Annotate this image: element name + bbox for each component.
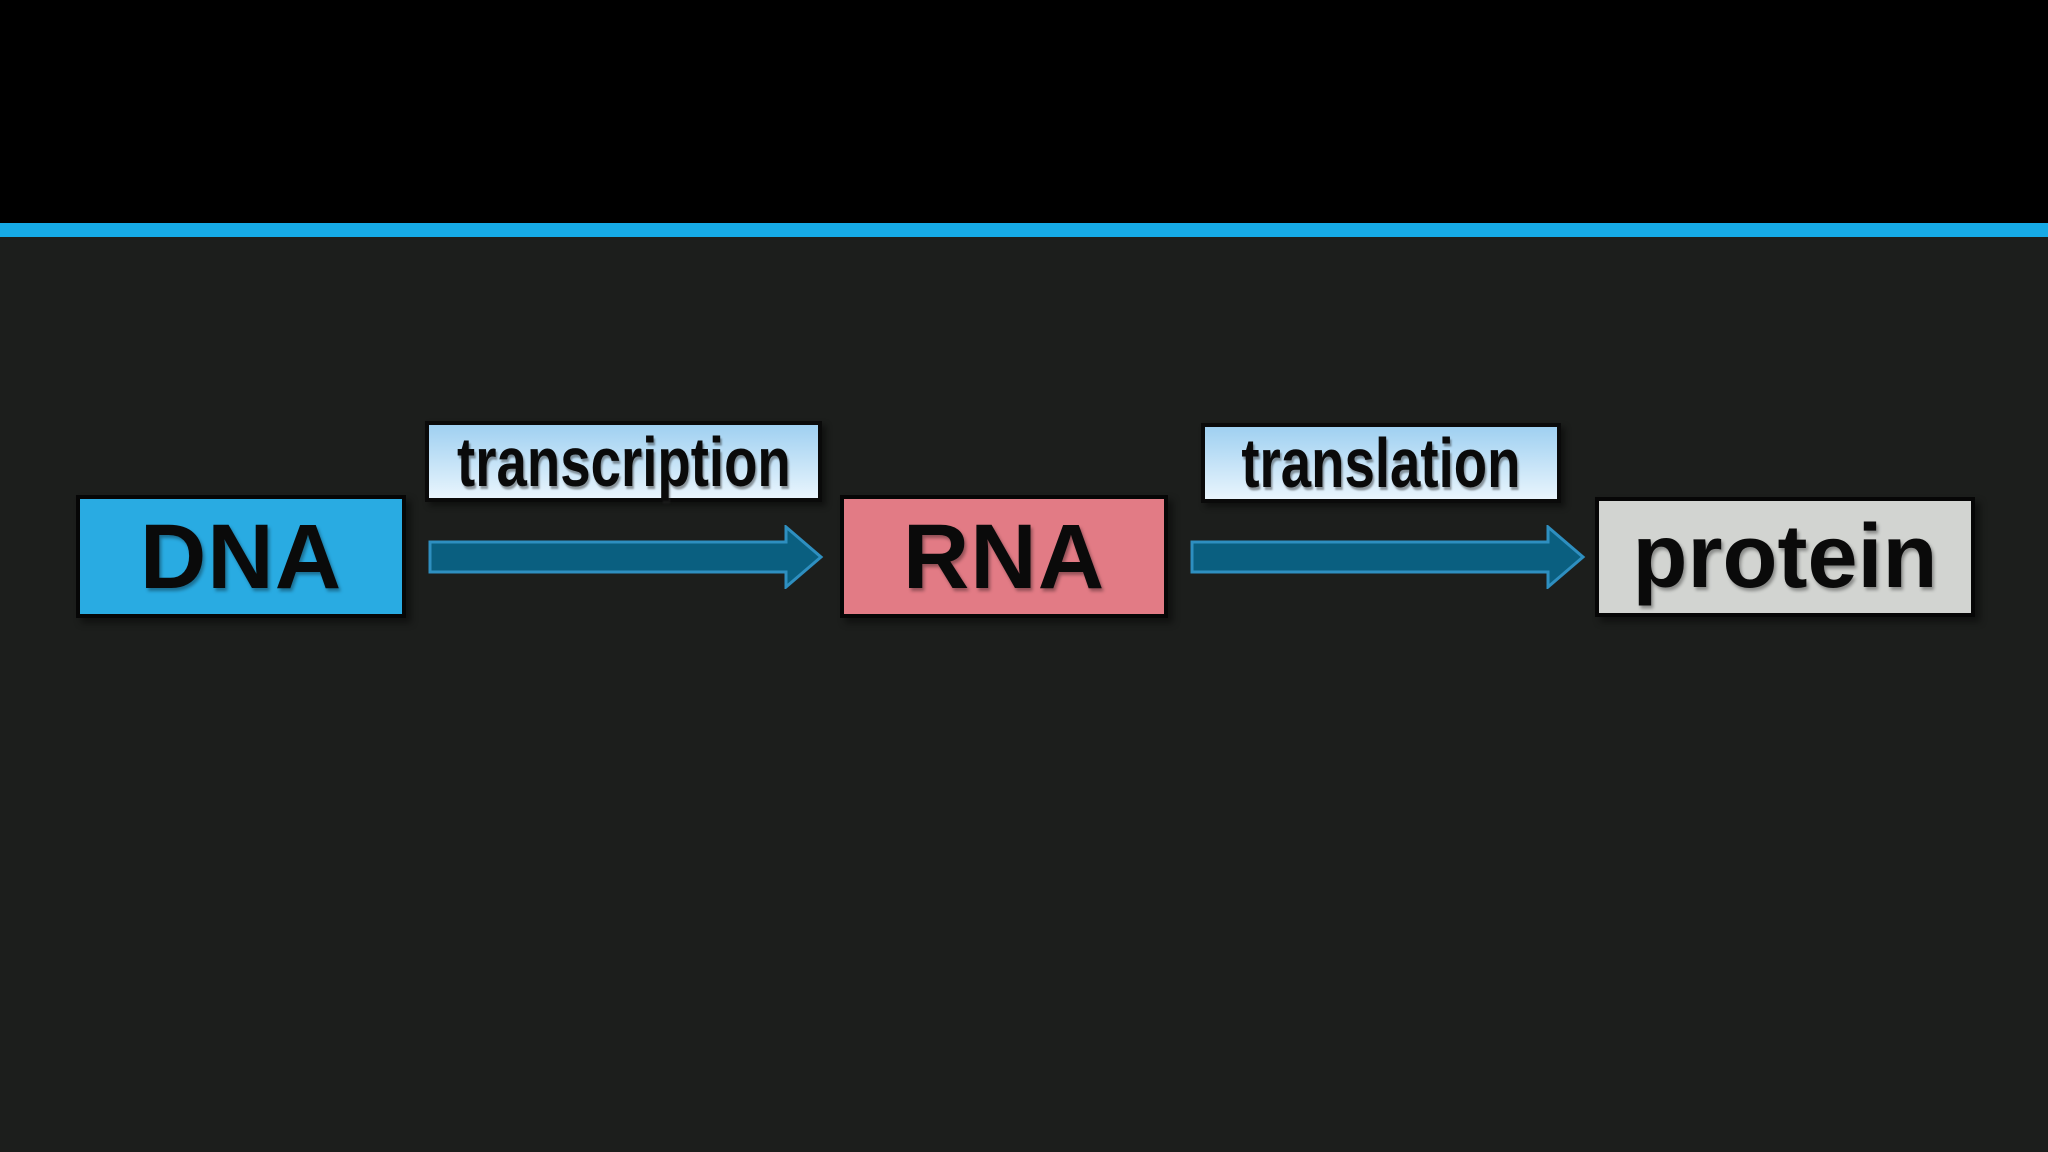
node-protein: protein xyxy=(1595,497,1975,617)
process-label-translation: translation xyxy=(1201,423,1561,503)
node-protein-label: protein xyxy=(1632,507,1938,607)
translation-arrow-icon xyxy=(1190,525,1586,589)
process-label-translation-text: translation xyxy=(1241,424,1521,502)
node-rna-label: RNA xyxy=(902,505,1106,608)
transcription-arrow-icon xyxy=(428,525,824,589)
accent-divider-line xyxy=(0,223,2048,237)
node-dna: DNA xyxy=(76,495,406,618)
process-label-transcription: transcription xyxy=(425,421,822,502)
process-label-transcription-text: transcription xyxy=(456,422,791,501)
top-letterbox-band xyxy=(0,0,2048,223)
node-rna: RNA xyxy=(840,495,1168,618)
node-dna-label: DNA xyxy=(139,505,343,608)
